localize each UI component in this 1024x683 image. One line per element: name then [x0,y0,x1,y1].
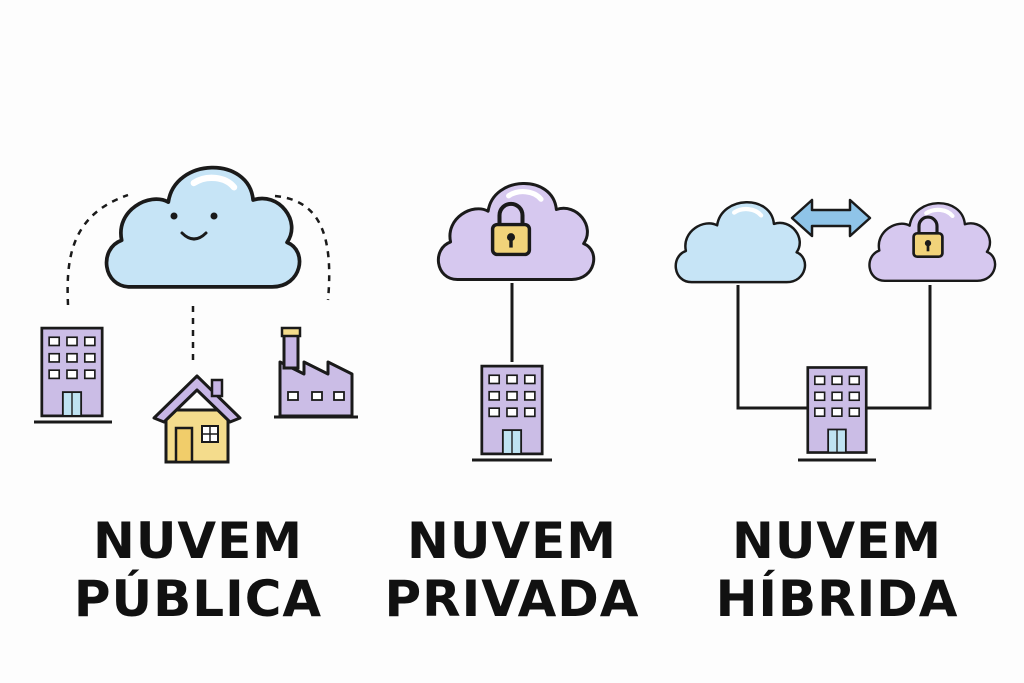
locked-cloud-icon [438,183,593,279]
smiling-cloud-icon [107,168,300,287]
office-building-icon [798,365,876,462]
hybrid-cloud-title: NUVEM HÍBRIDA [687,512,987,628]
title-line-2: HÍBRIDA [715,570,959,628]
hybrid-cloud-panel [676,198,995,462]
private-cloud-panel [438,183,593,462]
public-cloud-icon [676,202,805,282]
office-building-icon [34,326,112,424]
title-line-2: PRIVADA [384,570,640,628]
office-building-icon [472,364,552,462]
locked-cloud-icon [869,203,995,281]
connector-line [736,285,808,410]
public-cloud-panel [34,168,358,464]
private-cloud-title: NUVEM PRIVADA [362,512,662,628]
house-icon [152,374,242,464]
title-line-1: NUVEM [92,512,304,570]
dashed-connector [274,194,331,301]
factory-icon [274,326,358,419]
connector-line [866,285,932,410]
title-line-1: NUVEM [406,512,618,570]
double-arrow-icon [790,198,872,238]
title-line-2: PÚBLICA [73,570,323,628]
public-cloud-title: NUVEM PÚBLICA [48,512,348,628]
dashed-connector [66,193,129,306]
title-line-1: NUVEM [731,512,943,570]
